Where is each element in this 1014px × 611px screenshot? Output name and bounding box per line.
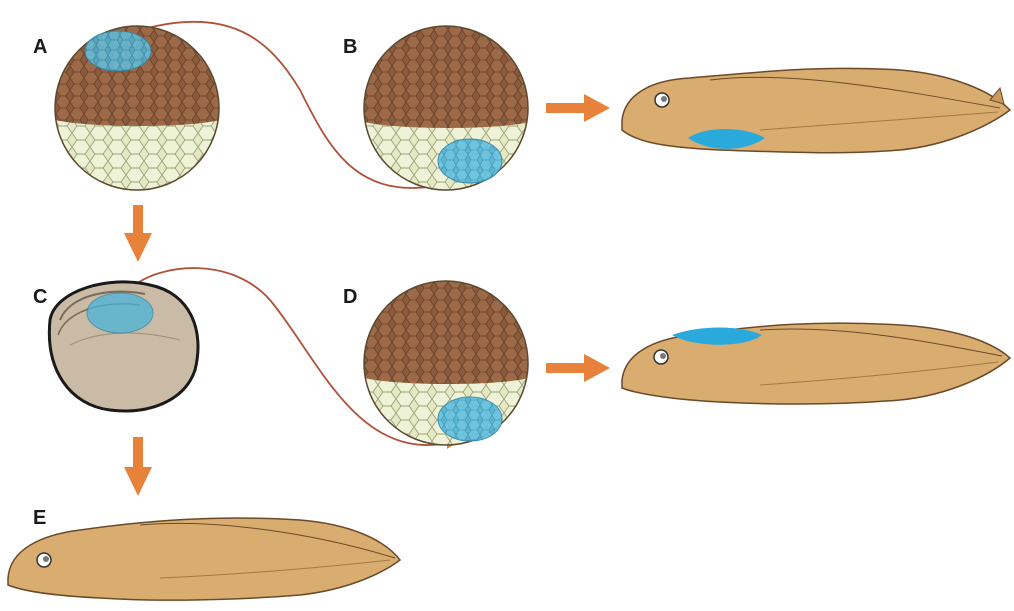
graft-region-d — [438, 397, 502, 441]
donor-region-c — [87, 293, 153, 333]
tadpole-e — [8, 518, 400, 600]
arrow-c-to-e — [124, 437, 152, 496]
arrow-a-to-c — [124, 205, 152, 262]
tadpole-d — [622, 323, 1010, 404]
donor-region-a — [85, 31, 151, 71]
arrow-b-to-tadpole — [546, 94, 610, 122]
tadpole-b — [622, 68, 1010, 152]
arrow-d-to-tadpole — [546, 354, 610, 382]
graft-region-b — [438, 139, 502, 183]
